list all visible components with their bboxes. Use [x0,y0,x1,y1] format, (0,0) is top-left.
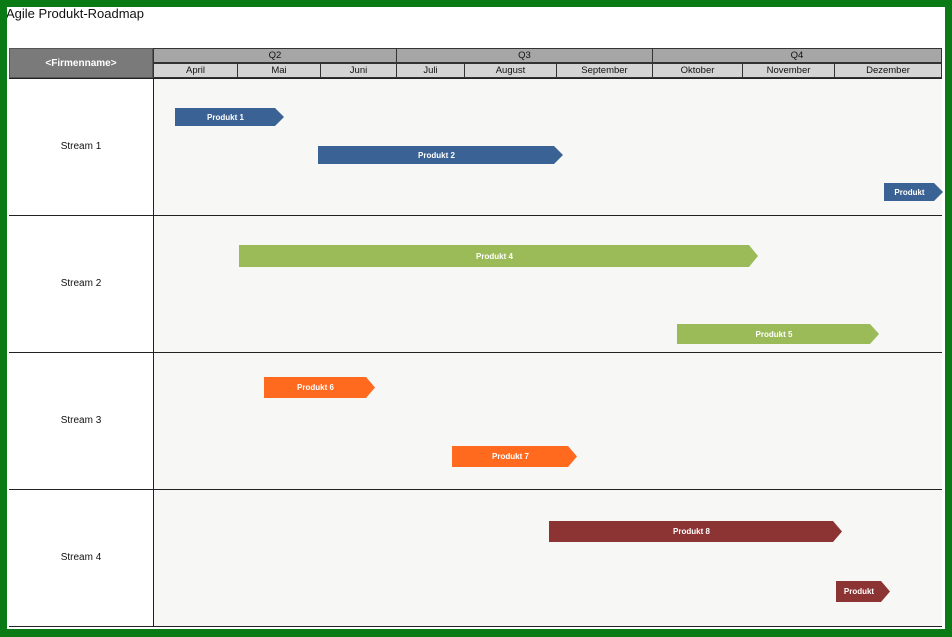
quarter-header-q2: Q2 [153,48,397,63]
product-bar-6[interactable]: Produkt 6 [264,377,375,398]
product-bar-3[interactable]: Produkt [884,183,943,201]
month-header-dezember: Dezember [835,63,942,78]
stream-divider [9,215,942,216]
month-header-november: November [743,63,835,78]
product-bar-5[interactable]: Produkt 5 [677,324,879,344]
company-name-header[interactable]: <Firmenname> [9,48,153,78]
month-header-juli: Juli [397,63,465,78]
month-header-august: August [465,63,557,78]
quarter-header-q3: Q3 [397,48,653,63]
stream-divider [9,489,942,490]
quarter-header-q4: Q4 [653,48,942,63]
product-bar-8[interactable]: Produkt 8 [549,521,842,542]
product-bar-7[interactable]: Produkt 7 [452,446,577,467]
month-header-mai: Mai [238,63,321,78]
stream-label-4: Stream 4 [60,551,102,563]
product-bar-1[interactable]: Produkt 1 [175,108,284,126]
month-header-september: September [557,63,653,78]
stream-divider [9,352,942,353]
stream-label-1: Stream 1 [60,140,102,152]
product-bar-4[interactable]: Produkt 4 [239,245,758,267]
month-header-oktober: Oktober [653,63,743,78]
page-title: Agile Produkt-Roadmap [6,6,145,21]
month-header-april: April [153,63,238,78]
stream-label-3: Stream 3 [60,414,102,426]
month-header-juni: Juni [321,63,397,78]
product-bar-9[interactable]: Produkt [836,581,890,602]
stream-divider [9,626,942,627]
product-bar-2[interactable]: Produkt 2 [318,146,563,164]
stream-divider [9,78,942,79]
stream-label-2: Stream 2 [60,277,102,289]
